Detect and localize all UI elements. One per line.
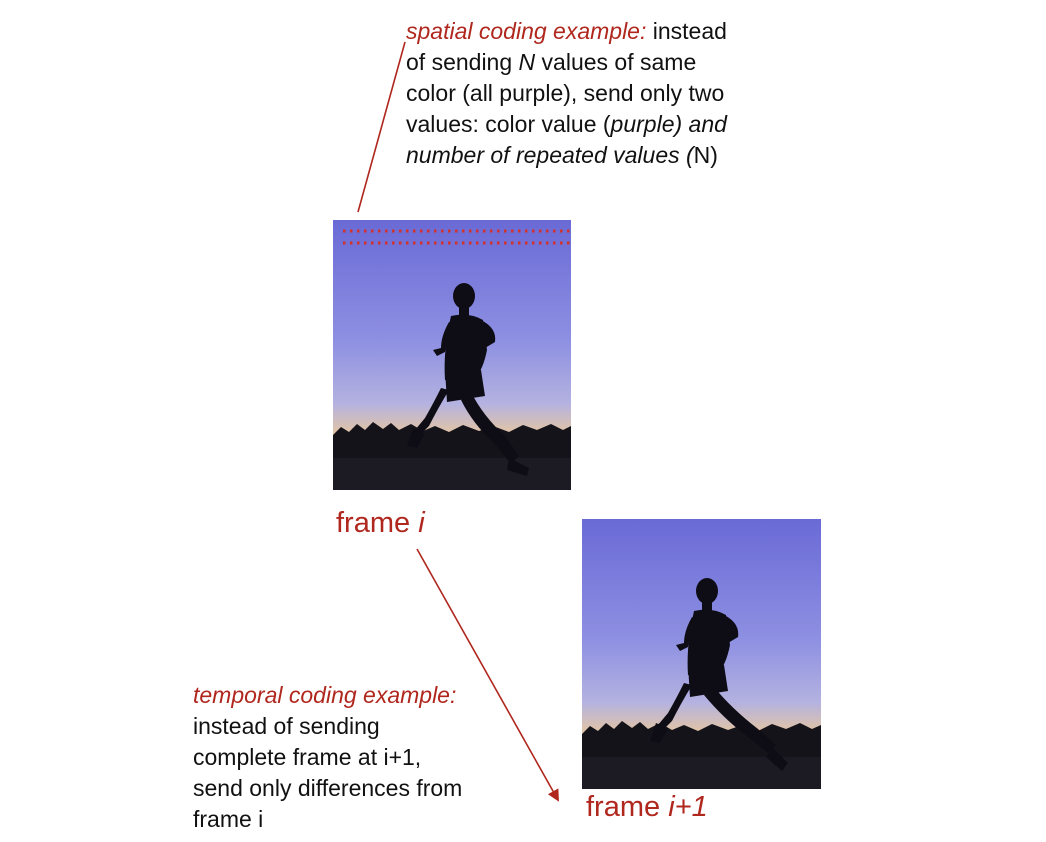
spatial-coding-label: spatial coding example:	[406, 18, 647, 44]
temporal-line-1: instead of sending	[193, 713, 380, 739]
temporal-line-3: send only differences from	[193, 775, 463, 801]
spatial-line3: color (all purple), send only two	[406, 80, 725, 106]
spatial-line4-purple: purple) and	[610, 111, 727, 137]
frame-i-plus-1-image	[582, 519, 821, 789]
spatial-line2-a: of sending	[406, 49, 519, 75]
runner-photo-frame-i	[333, 220, 571, 490]
temporal-line-4: frame i	[193, 806, 264, 832]
temporal-coding-note: temporal coding example: instead of send…	[193, 680, 462, 835]
spatial-line5-n: N)	[693, 142, 718, 168]
frame-i-prefix: frame	[336, 507, 419, 539]
frame-i1-var: i+1	[668, 791, 708, 823]
frame-i-image	[333, 220, 571, 490]
temporal-line-2: complete frame at i+1,	[193, 744, 422, 770]
spatial-line2-b: values of same	[535, 49, 697, 75]
frame-i1-prefix: frame	[586, 791, 669, 823]
frame-i-label: frame i	[336, 506, 425, 540]
spatial-pointer-line	[357, 41, 406, 213]
frame-i-var: i	[418, 507, 425, 539]
frame-i-plus-1-label: frame i+1	[586, 790, 708, 824]
spatial-line4-a: values: color value (	[406, 111, 611, 137]
spatial-line2-n: N	[518, 49, 536, 75]
spatial-coding-note: spatial coding example: instead of sendi…	[406, 16, 727, 171]
runner-photo-frame-i-plus-1	[582, 519, 821, 789]
spatial-line5-italic: number of repeated values (	[406, 142, 694, 168]
spatial-line1-text: instead	[646, 18, 727, 44]
temporal-coding-label: temporal coding example:	[193, 682, 457, 708]
